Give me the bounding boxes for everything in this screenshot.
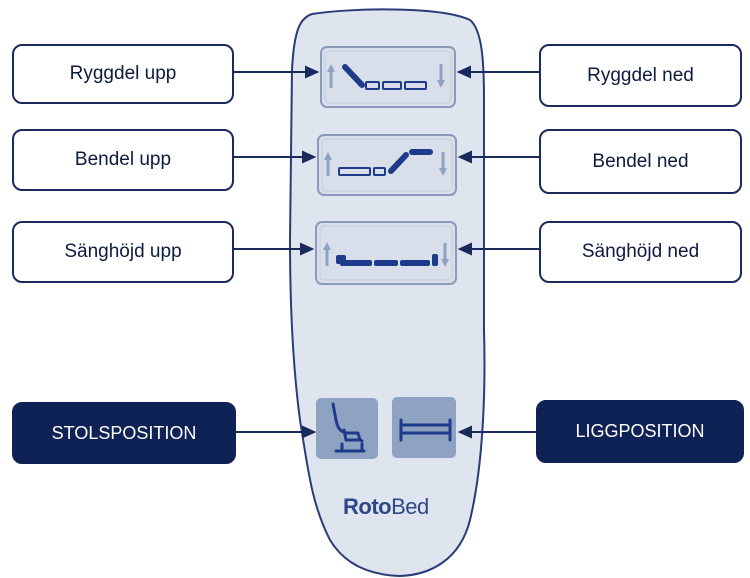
bed-height-button[interactable] (315, 221, 457, 285)
legrest-raise-icon (338, 149, 433, 176)
label-leg-up: Bendel upp (12, 129, 234, 191)
label-leg-down: Bendel ned (539, 129, 742, 194)
down-arrow-icon (437, 64, 445, 88)
label-height-up: Sänghöjd upp (12, 221, 234, 283)
logo-part-roto: Roto (343, 494, 392, 519)
flat-bed-icon (399, 418, 452, 442)
label-chair-position: STOLSPOSITION (12, 402, 236, 464)
arrow-height-up (234, 242, 315, 256)
up-arrow-icon (324, 152, 332, 176)
up-arrow-icon (327, 64, 335, 88)
arrow-leg-up (234, 150, 317, 164)
chair-position-button[interactable] (316, 398, 378, 459)
logo-part-bed: Bed (391, 494, 429, 519)
arrow-lying-position (457, 425, 536, 439)
arrow-back-down (456, 65, 539, 79)
backrest-raise-icon (342, 64, 427, 90)
bed-height-icon (336, 254, 438, 266)
arrow-height-down (457, 242, 539, 256)
rotobed-logo: RotoBed (343, 494, 463, 520)
label-back-up: Ryggdel upp (12, 44, 234, 104)
arrow-back-up (234, 65, 320, 79)
arrow-chair-position (236, 425, 317, 439)
back-rest-button[interactable] (320, 46, 456, 108)
down-arrow-icon (439, 152, 447, 176)
chair-icon (331, 402, 366, 453)
leg-rest-button[interactable] (317, 134, 457, 196)
label-back-down: Ryggdel ned (539, 44, 742, 107)
label-height-down: Sänghöjd ned (539, 221, 742, 283)
label-lying-position: LIGGPOSITION (536, 400, 744, 463)
arrow-leg-down (457, 150, 539, 164)
up-arrow-icon (323, 242, 331, 266)
lying-position-button[interactable] (392, 397, 456, 458)
down-arrow-icon (441, 243, 449, 267)
